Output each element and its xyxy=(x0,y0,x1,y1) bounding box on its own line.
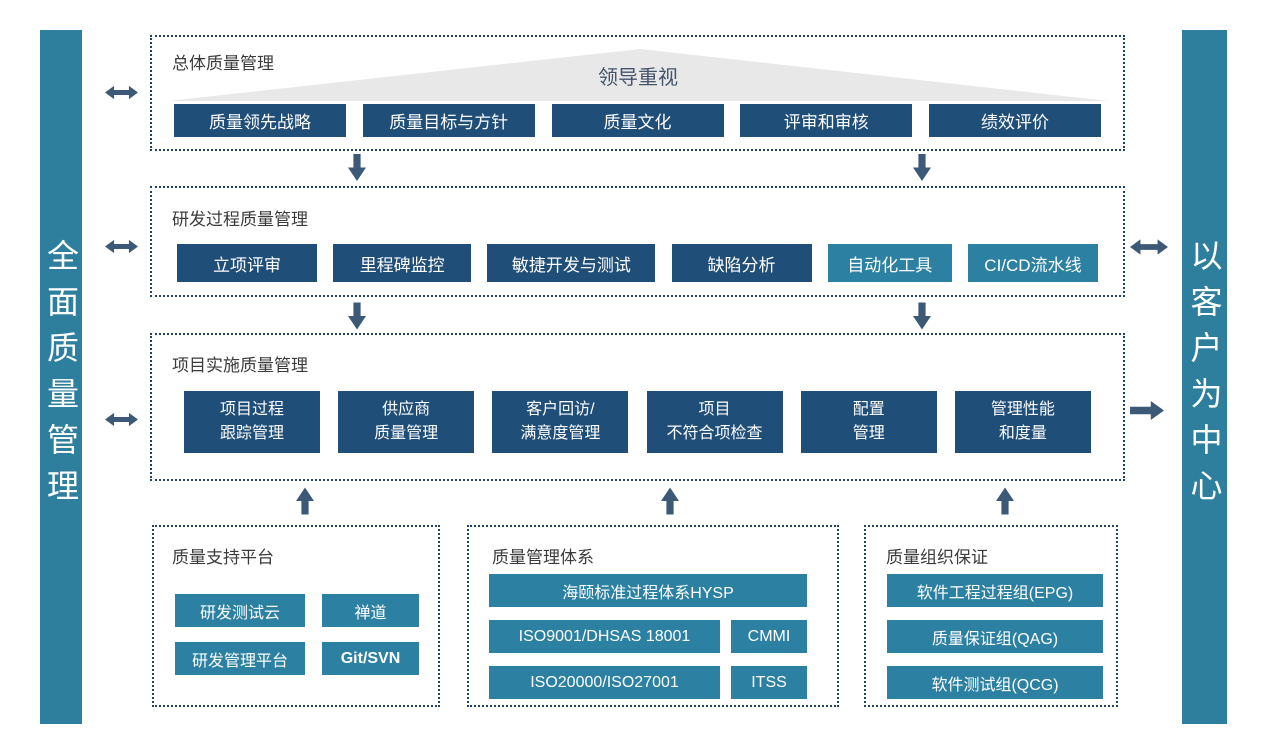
diagram-node: 项目过程 跟踪管理 xyxy=(184,391,320,453)
section-title-platform: 质量支持平台 xyxy=(172,548,274,567)
section-project-impl: 项目实施质量管理 项目过程 跟踪管理 供应商 质量管理 客户回访/ 满意度管理 … xyxy=(150,333,1125,481)
diagram-node: 质量保证组(QAG) xyxy=(887,620,1103,653)
section-title-rd: 研发过程质量管理 xyxy=(172,210,308,229)
diagram-node: Git/SVN xyxy=(322,642,419,675)
diagram-node: 里程碑监控 xyxy=(333,244,472,282)
diagram-node: 管理性能 和度量 xyxy=(954,391,1091,453)
diagram-node: 客户回访/ 满意度管理 xyxy=(492,391,629,453)
diagram-node: 项目 不符合项检查 xyxy=(646,391,783,453)
exchange-arrow-icon xyxy=(1130,237,1168,257)
exchange-arrow-icon xyxy=(105,237,138,256)
diagram-node: ITSS xyxy=(731,666,807,699)
right-banner-label: 以客户为中心 xyxy=(1186,239,1223,515)
left-banner: 全面质量管理 xyxy=(40,30,82,724)
impl-node-row: 项目过程 跟踪管理 供应商 质量管理 客户回访/ 满意度管理 项目 不符合项检查… xyxy=(184,391,1091,453)
section-title-overall: 总体质量管理 xyxy=(172,54,274,73)
leadership-banner: 领导重视 xyxy=(598,67,678,89)
rd-node-row: 立项评审 里程碑监控 敏捷开发与测试 缺陷分析 自动化工具 CI/CD流水线 xyxy=(177,244,1098,282)
down-arrow-icon xyxy=(913,302,931,330)
diagram-node: ISO9001/DHSAS 18001 xyxy=(489,620,720,653)
up-arrow-icon xyxy=(661,486,679,516)
section-overall-quality: 领导重视 总体质量管理 质量领先战略 质量目标与方针 质量文化 评审和审核 绩效… xyxy=(150,35,1125,151)
up-arrow-icon xyxy=(296,486,314,516)
diagram-node: 海颐标准过程体系HYSP xyxy=(489,574,807,607)
down-arrow-icon xyxy=(348,302,366,330)
diagram-node: 敏捷开发与测试 xyxy=(487,244,656,282)
right-banner: 以客户为中心 xyxy=(1182,30,1227,724)
up-arrow-icon xyxy=(996,486,1014,516)
down-arrow-icon xyxy=(913,153,931,182)
diagram-node: 自动化工具 xyxy=(827,244,952,282)
diagram-node: 研发管理平台 xyxy=(175,642,305,675)
diagram-node: 评审和审核 xyxy=(740,104,913,137)
diagram-node: 研发测试云 xyxy=(175,594,305,627)
diagram-node: 质量目标与方针 xyxy=(362,104,535,137)
diagram-node: 软件测试组(QCG) xyxy=(887,666,1103,699)
diagram-node: 立项评审 xyxy=(177,244,317,282)
diagram-node: CI/CD流水线 xyxy=(967,244,1098,282)
diagram-node: 质量领先战略 xyxy=(174,104,346,137)
down-arrow-icon xyxy=(348,153,366,182)
section-support-platform: 质量支持平台 研发测试云 禅道 研发管理平台 Git/SVN xyxy=(152,525,440,707)
section-title-org: 质量组织保证 xyxy=(886,548,988,567)
exchange-arrow-icon xyxy=(105,410,138,429)
leadership-triangle xyxy=(168,49,1108,101)
section-quality-org: 质量组织保证 软件工程过程组(EPG) 质量保证组(QAG) 软件测试组(QCG… xyxy=(864,525,1118,707)
diagram-node: ISO20000/ISO27001 xyxy=(489,666,720,699)
diagram-node: 软件工程过程组(EPG) xyxy=(887,574,1103,607)
diagram-node: 绩效评价 xyxy=(929,104,1101,137)
section-title-impl: 项目实施质量管理 xyxy=(172,356,308,375)
diagram-node: CMMI xyxy=(731,620,807,653)
overall-node-row: 质量领先战略 质量目标与方针 质量文化 评审和审核 绩效评价 xyxy=(174,104,1101,137)
section-title-system: 质量管理体系 xyxy=(492,548,594,567)
left-banner-label: 全面质量管理 xyxy=(43,239,79,515)
section-rd-process: 研发过程质量管理 立项评审 里程碑监控 敏捷开发与测试 缺陷分析 自动化工具 C… xyxy=(150,186,1125,297)
diagram-node: 供应商 质量管理 xyxy=(338,391,475,453)
diagram-node: 禅道 xyxy=(322,594,419,627)
section-quality-system: 质量管理体系 海颐标准过程体系HYSP ISO9001/DHSAS 18001 … xyxy=(467,525,839,707)
diagram-node: 配置 管理 xyxy=(800,391,937,453)
diagram-node: 缺陷分析 xyxy=(671,244,812,282)
exchange-arrow-icon xyxy=(105,83,138,102)
output-arrow-icon xyxy=(1130,401,1164,420)
diagram-node: 质量文化 xyxy=(551,104,724,137)
